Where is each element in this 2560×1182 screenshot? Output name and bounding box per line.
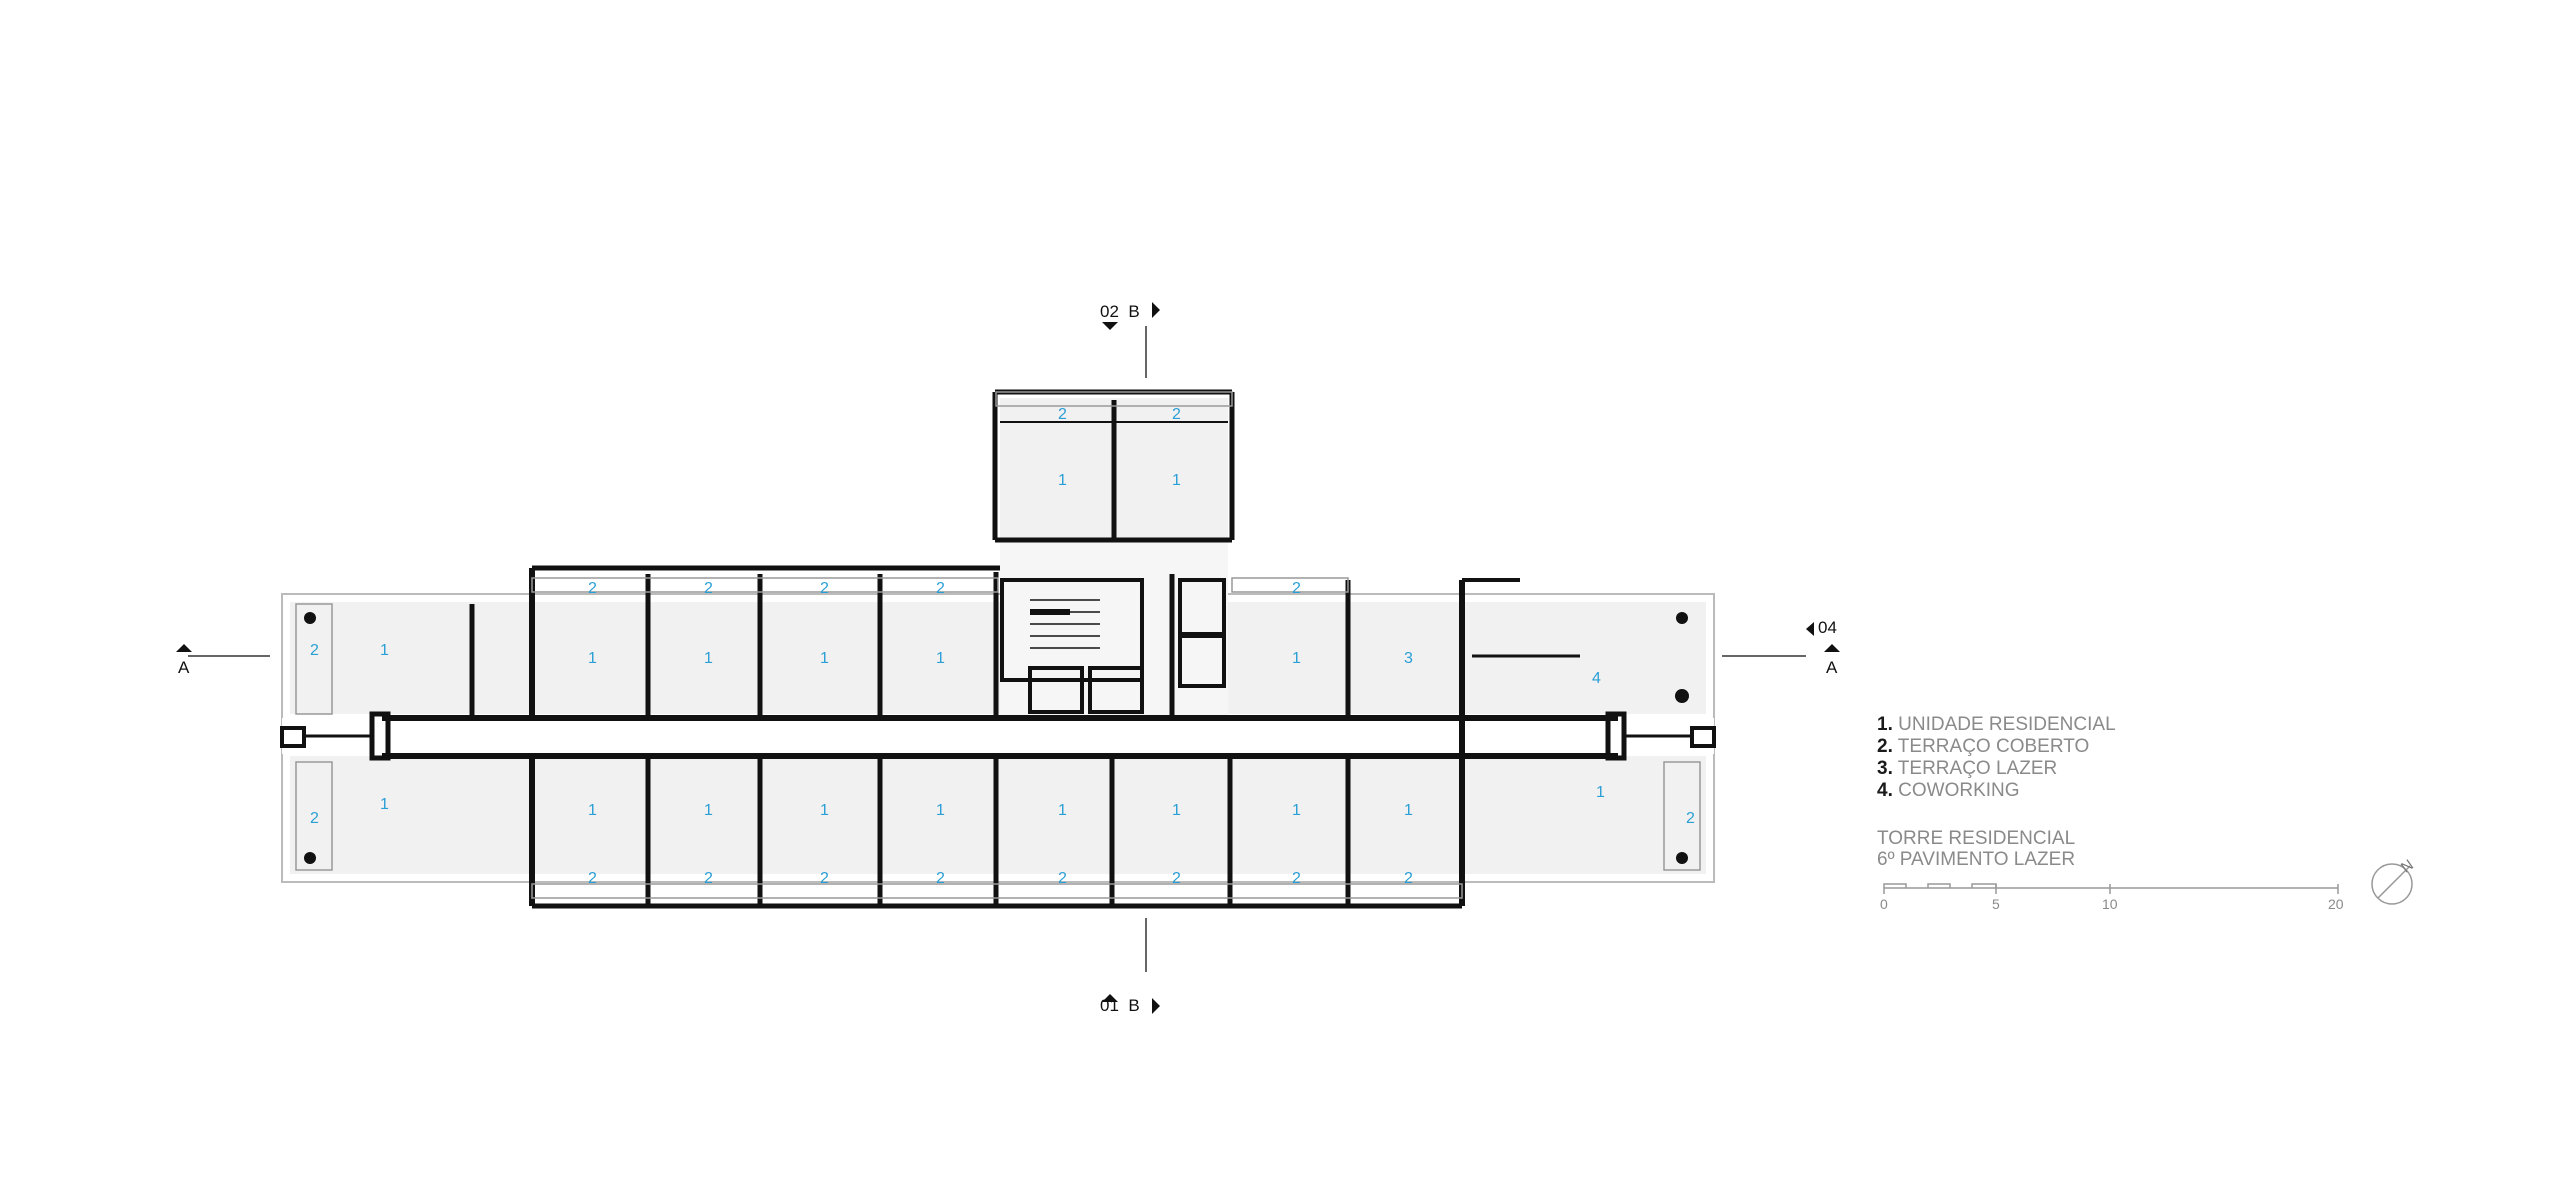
section-lines <box>188 326 1806 972</box>
drawing-title: TORRE RESIDENCIAL 6º PAVIMENTO LAZER <box>1877 828 2075 870</box>
section-right-letter: A <box>1826 658 1838 677</box>
room-label: 1 <box>1292 650 1301 667</box>
section-bottom-letter: B <box>1128 996 1140 1015</box>
section-arrows <box>176 302 1840 1014</box>
legend-item-4: 4. COWORKING <box>1877 780 2020 801</box>
room-label: 2 <box>1292 870 1301 887</box>
core <box>1000 578 1226 714</box>
legend-item-1: 1. UNIDADE RESIDENCIAL <box>1877 714 2116 735</box>
room-label: 1 <box>588 802 597 819</box>
room-label: 1 <box>1404 802 1413 819</box>
section-right-num: 04 <box>1818 618 1837 637</box>
room-label: 1 <box>1596 784 1605 801</box>
scale-tick-10: 10 <box>2102 896 2118 912</box>
room-label: 2 <box>310 642 319 659</box>
room-label: 2 <box>1172 870 1181 887</box>
room-label: 2 <box>820 580 829 597</box>
room-label: 1 <box>820 650 829 667</box>
room-label: 2 <box>704 580 713 597</box>
scale-tick-0: 0 <box>1880 896 1888 912</box>
room-label: 1 <box>1058 802 1067 819</box>
columns <box>304 612 1689 864</box>
room-label: 2 <box>1172 406 1181 423</box>
north-icon <box>2371 863 2413 905</box>
corridor <box>282 718 1714 754</box>
terrace-strips <box>295 391 1701 899</box>
room-label: 2 <box>588 580 597 597</box>
section-bottom-label: 01 B <box>1100 996 1140 1016</box>
room-label: 2 <box>1686 810 1695 827</box>
core-area <box>1000 540 1228 720</box>
room-label: 2 <box>936 580 945 597</box>
room-label: 2 <box>704 870 713 887</box>
legend: 1. UNIDADE RESIDENCIAL 2. TERRAÇO COBERT… <box>1877 714 2116 802</box>
title-line-2: 6º PAVIMENTO LAZER <box>1877 849 2076 870</box>
room-label: 2 <box>936 870 945 887</box>
room-label: 1 <box>1292 802 1301 819</box>
room-label: 1 <box>1172 802 1181 819</box>
scale-tick-5: 5 <box>1992 896 2000 912</box>
room-label: 2 <box>588 870 597 887</box>
legend-item-2: 2. TERRAÇO COBERTO <box>1877 736 2090 757</box>
room-label: 2 <box>820 870 829 887</box>
section-top-letter: B <box>1128 302 1140 321</box>
room-label: 1 <box>704 650 713 667</box>
room-label: 1 <box>936 802 945 819</box>
section-bottom-num: 01 <box>1100 996 1119 1015</box>
lower-partitions <box>529 758 1465 904</box>
upper-partitions <box>469 572 1580 716</box>
room-label: 2 <box>1292 580 1301 597</box>
title-line-1: TORRE RESIDENCIAL <box>1877 828 2076 849</box>
scale-bar <box>1883 883 2339 894</box>
room-label: 2 <box>1058 406 1067 423</box>
room-label: 1 <box>704 802 713 819</box>
room-label: 3 <box>1404 650 1413 667</box>
legend-item-3: 3. TERRAÇO LAZER <box>1877 758 2058 779</box>
room-label: 2 <box>1058 870 1067 887</box>
room-label: 1 <box>380 642 389 659</box>
room-label: 1 <box>936 650 945 667</box>
room-label: 2 <box>310 810 319 827</box>
scale-tick-20: 20 <box>2328 896 2344 912</box>
room-label: 1 <box>1058 472 1067 489</box>
room-label: 1 <box>1172 472 1181 489</box>
north-arrow-line <box>2377 865 2411 899</box>
section-top-num: 02 <box>1100 302 1119 321</box>
section-top-label: 02 B <box>1100 302 1140 322</box>
section-left-letter: A <box>178 658 190 677</box>
room-label: 1 <box>588 650 597 667</box>
room-label: 1 <box>380 796 389 813</box>
room-label: 2 <box>1404 870 1413 887</box>
room-label: 4 <box>1592 670 1601 687</box>
room-label: 1 <box>820 802 829 819</box>
